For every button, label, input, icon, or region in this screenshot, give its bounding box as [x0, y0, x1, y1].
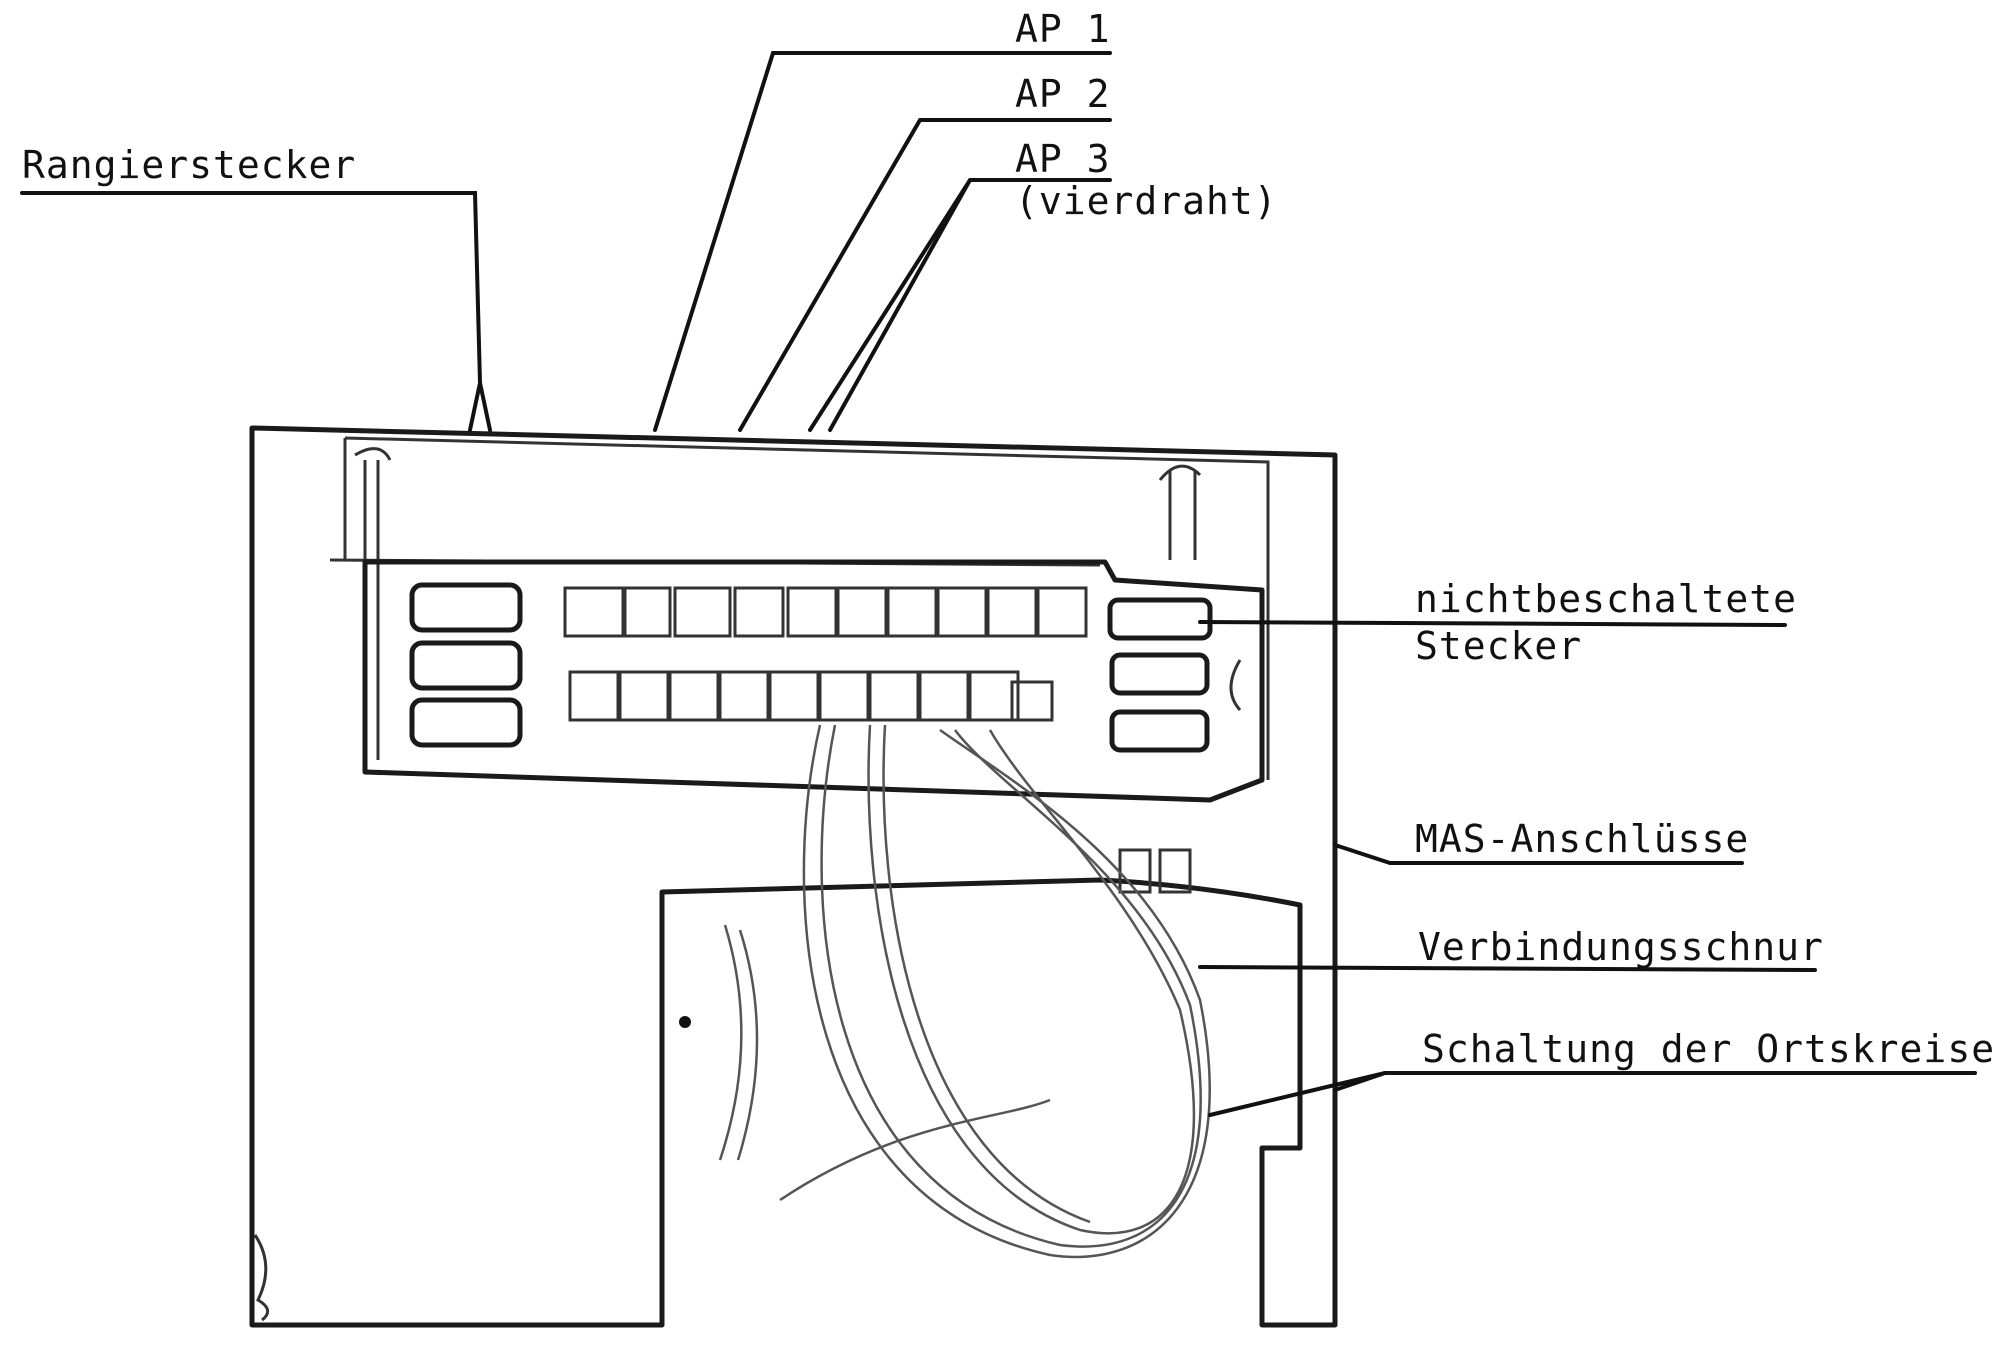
ink-spot: [679, 1016, 691, 1028]
rangier-plugs: [409, 582, 523, 748]
label-ap1: AP 1: [1015, 7, 1111, 51]
connecting-cords: [779, 724, 1211, 1259]
ap-connector-row: [563, 586, 1088, 638]
label-ap3-sub: (vierdraht): [1015, 179, 1278, 223]
housing-outline: [249, 425, 1338, 1328]
label-nichtbeschaltete-line2: Stecker: [1415, 624, 1583, 668]
label-ap2: AP 2: [1015, 72, 1111, 116]
unwired-plugs: [1107, 597, 1242, 753]
connector-panel: [362, 559, 1265, 803]
label-schaltung: Schaltung der Ortskreise: [1422, 1027, 1996, 1071]
inner-bracket-left: [354, 447, 392, 760]
inner-bracket-right: [1158, 464, 1202, 560]
lower-shading: [718, 924, 759, 1161]
label-verbindungsschnur: Verbindungsschnur: [1418, 925, 1824, 969]
corner-mark: [253, 1234, 270, 1322]
leader-lines: [20, 51, 1977, 1117]
contact-block-row: [568, 670, 1054, 722]
inner-frame: [329, 436, 1270, 780]
label-ap3: AP 3: [1015, 137, 1111, 181]
label-mas: MAS-Anschlüsse: [1415, 817, 1750, 861]
label-nichtbeschaltete-line1: nichtbeschaltete: [1415, 577, 1798, 621]
label-rangierstecker: Rangierstecker: [22, 143, 357, 187]
